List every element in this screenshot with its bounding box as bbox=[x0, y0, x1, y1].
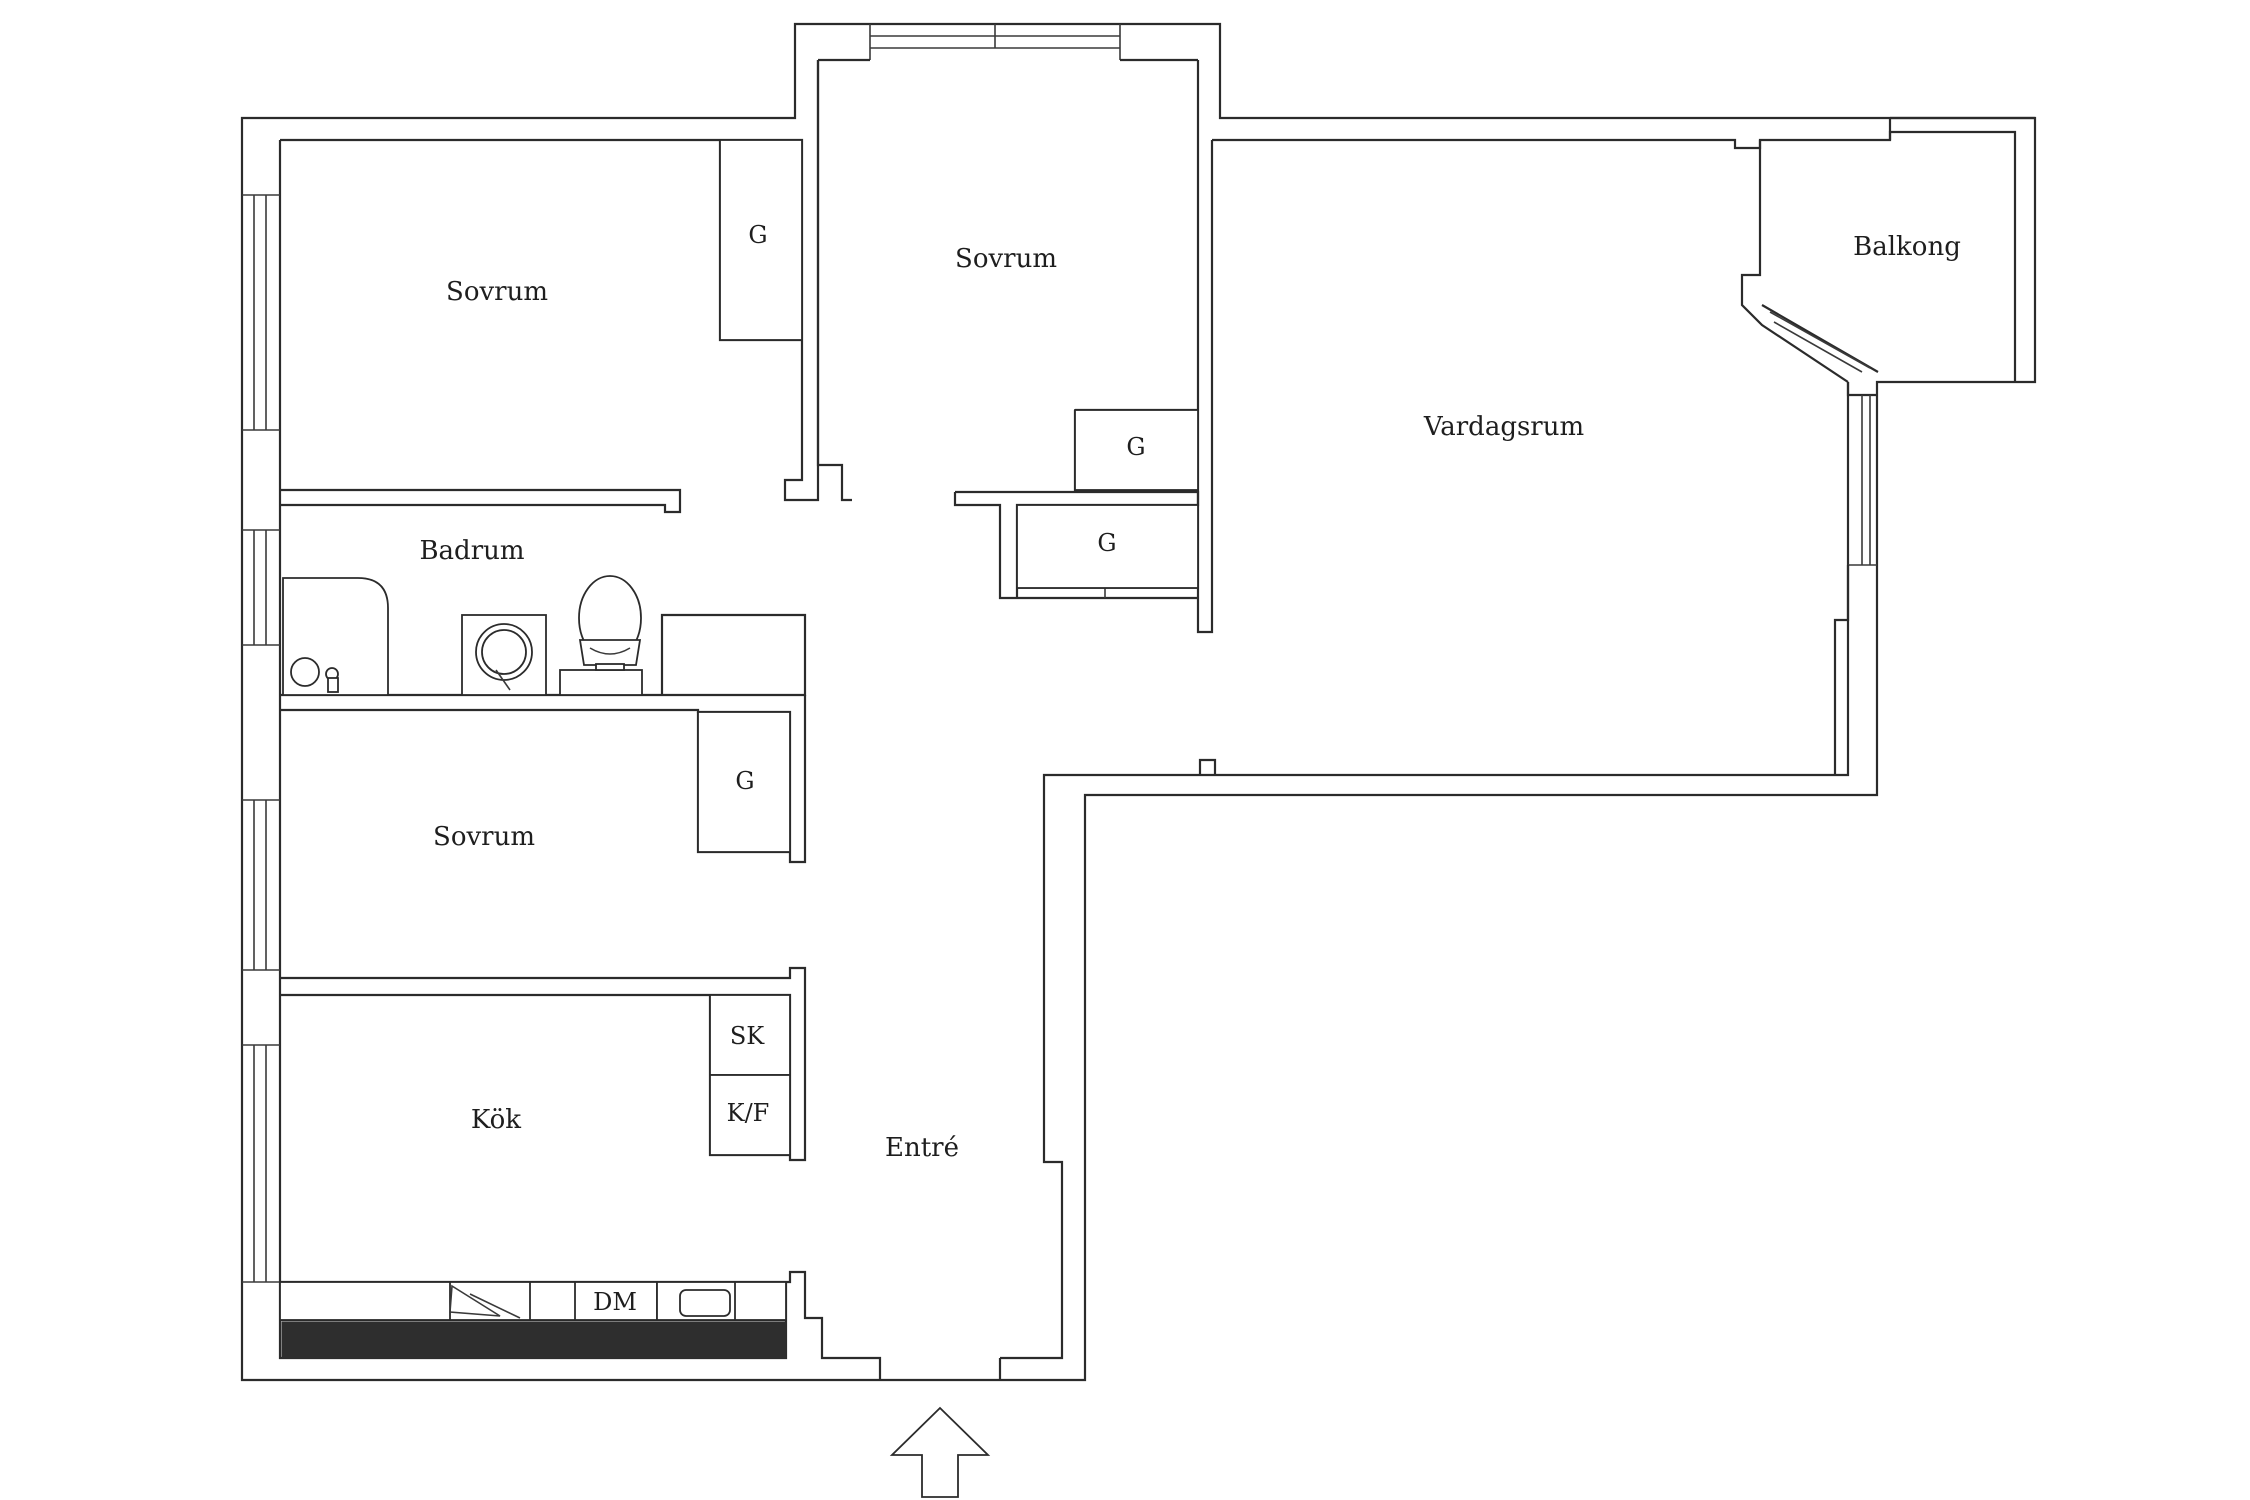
wardrobe-label-2: G bbox=[1126, 433, 1146, 461]
left-windows bbox=[242, 194, 280, 1283]
wardrobe-label-3: G bbox=[1097, 529, 1117, 557]
room-label-sovrum-1: Sovrum bbox=[446, 277, 548, 307]
wardrobes bbox=[697, 139, 1199, 1156]
wardrobe-label-1: G bbox=[748, 221, 768, 249]
toilet-icon bbox=[559, 575, 643, 696]
room-label-kok: Kök bbox=[470, 1105, 522, 1135]
room-label-badrum: Badrum bbox=[419, 536, 525, 566]
fridge-freezer-label: K/F bbox=[726, 1099, 770, 1127]
bathroom-fixtures bbox=[282, 575, 643, 696]
living-room-walls bbox=[1198, 116, 2035, 775]
stove-icon bbox=[449, 1281, 531, 1321]
room-label-vardagsrum: Vardagsrum bbox=[1423, 412, 1585, 442]
outer-walls bbox=[240, 22, 2037, 1382]
wardrobe-label-4: G bbox=[735, 767, 755, 795]
up-arrow-icon bbox=[889, 1406, 991, 1498]
room-label-sovrum-3: Sovrum bbox=[433, 822, 535, 852]
room-label-entre: Entré bbox=[885, 1133, 959, 1163]
top-window bbox=[818, 24, 1198, 62]
pantry-label: SK bbox=[729, 1022, 765, 1050]
room-label-balkong: Balkong bbox=[1853, 232, 1961, 262]
kitchen-counter bbox=[279, 1281, 787, 1359]
dishwasher-label: DM bbox=[593, 1288, 637, 1316]
room-label-sovrum-2: Sovrum bbox=[955, 244, 1057, 274]
